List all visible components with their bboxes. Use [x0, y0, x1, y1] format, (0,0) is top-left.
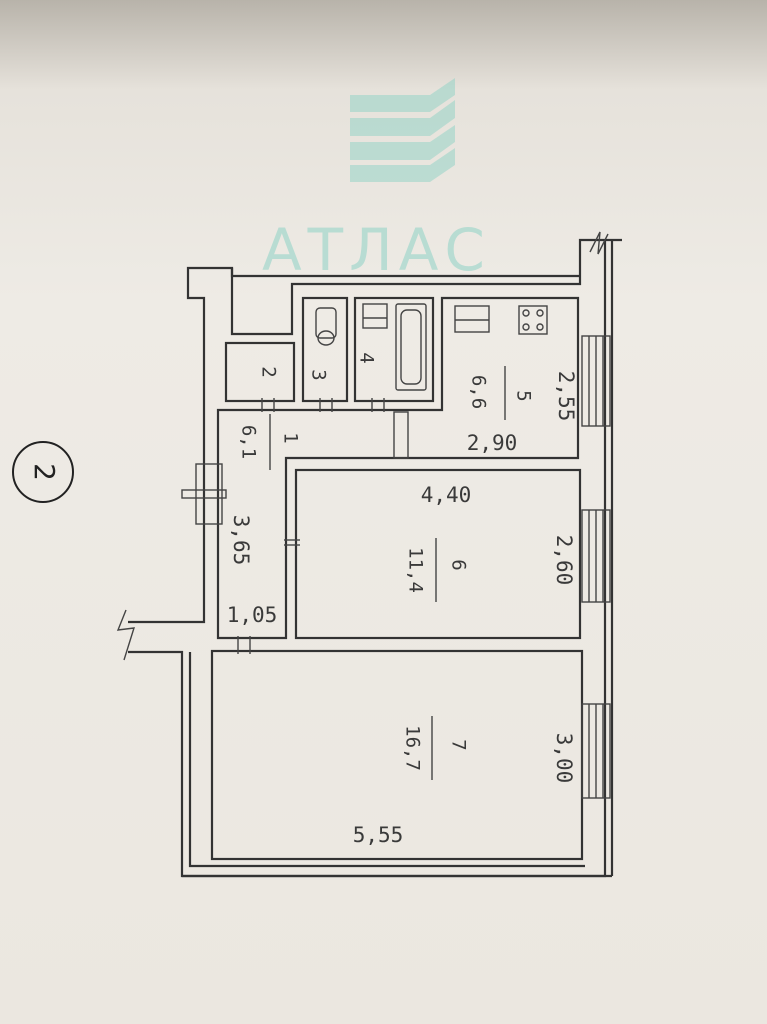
dim-room6-width: 2,60: [552, 535, 576, 586]
room-1-area: 6,1: [238, 425, 260, 459]
room-7-area: 16,7: [402, 725, 424, 771]
stove-icon: [518, 305, 548, 335]
room-5-number: 5: [513, 390, 535, 401]
sink-icon: [362, 303, 388, 329]
room-7-number: 7: [448, 739, 470, 750]
dim-room7-width: 3,00: [552, 733, 576, 784]
dim-hall-length: 3,65: [229, 515, 253, 566]
dimension-labels: 2,55 2,90 3,65 1,05 4,40 2,60 3,00 5,55: [227, 371, 578, 847]
room-1-number: 1: [280, 432, 302, 443]
room-labels: 2 3 4 5 6,6 1 6,1 6 11,4 7 16,7: [238, 352, 535, 780]
break-symbol-left: [116, 609, 135, 661]
dim-hall-width: 1,05: [227, 603, 278, 627]
room-6-number: 6: [448, 559, 470, 570]
toilet-icon: [315, 307, 337, 339]
outer-walls: [128, 238, 622, 878]
dim-kitchen-width: 2,55: [554, 371, 578, 422]
doors: [237, 398, 409, 654]
logo-stripe-icon: [350, 78, 455, 112]
logo-stripe-icon: [350, 125, 455, 160]
toilet-bowl-icon: [317, 330, 335, 346]
inner-walls: [210, 296, 584, 861]
room-4-number: 4: [356, 352, 378, 363]
watermark-logo: [350, 78, 455, 182]
logo-stripe-icon: [350, 100, 455, 136]
break-symbol-top: [589, 231, 609, 255]
dim-room7-length: 5,55: [353, 823, 404, 847]
dim-kitchen-length: 2,90: [467, 431, 518, 455]
room-3-number: 3: [308, 369, 330, 380]
watermark-brand: АТЛАС: [262, 216, 491, 284]
kitchen-sink-icon: [454, 305, 490, 333]
bathtub-icon: [395, 303, 427, 391]
windows: [181, 335, 611, 799]
room-2-number: 2: [258, 366, 280, 377]
room-6-area: 11,4: [405, 547, 427, 593]
sheet-circle: [12, 441, 74, 503]
logo-stripe-icon: [350, 148, 455, 182]
fixtures: [315, 303, 548, 391]
dim-room6-length: 4,40: [421, 483, 472, 507]
room-5-area: 6,6: [468, 375, 490, 409]
sheet-number: 2: [28, 463, 61, 481]
